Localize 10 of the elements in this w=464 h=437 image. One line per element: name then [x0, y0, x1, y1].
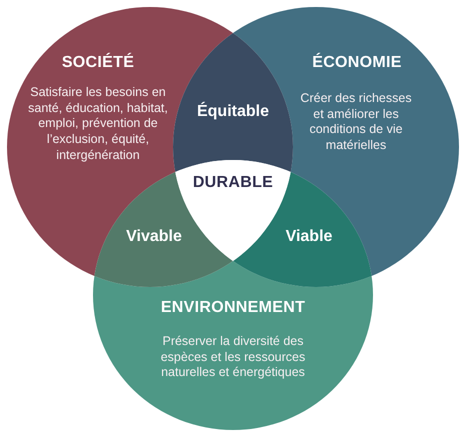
circle-description: Préserver la diversité des espèces et les ressources naturelles et énergétiques — [160, 334, 306, 382]
circle-title: SOCIÉTÉ — [60, 54, 136, 72]
overlap-label: Vivable — [125, 228, 183, 246]
circle-description: Satisfaire les besoins en santé, éducation, habitat, emploi, prévention de l’exclusion, équité, intergénération — [27, 85, 169, 164]
overlap-label: Viable — [284, 228, 334, 246]
overlap-label: Équitable — [196, 103, 270, 121]
center-label: DURABLE — [192, 174, 274, 192]
circle-description: Créer des richesses et améliorer les conditions de vie matérielles — [299, 91, 413, 154]
circle-title: ENVIRONNEMENT — [160, 299, 306, 317]
circle-title: ÉCONOMIE — [311, 54, 403, 72]
